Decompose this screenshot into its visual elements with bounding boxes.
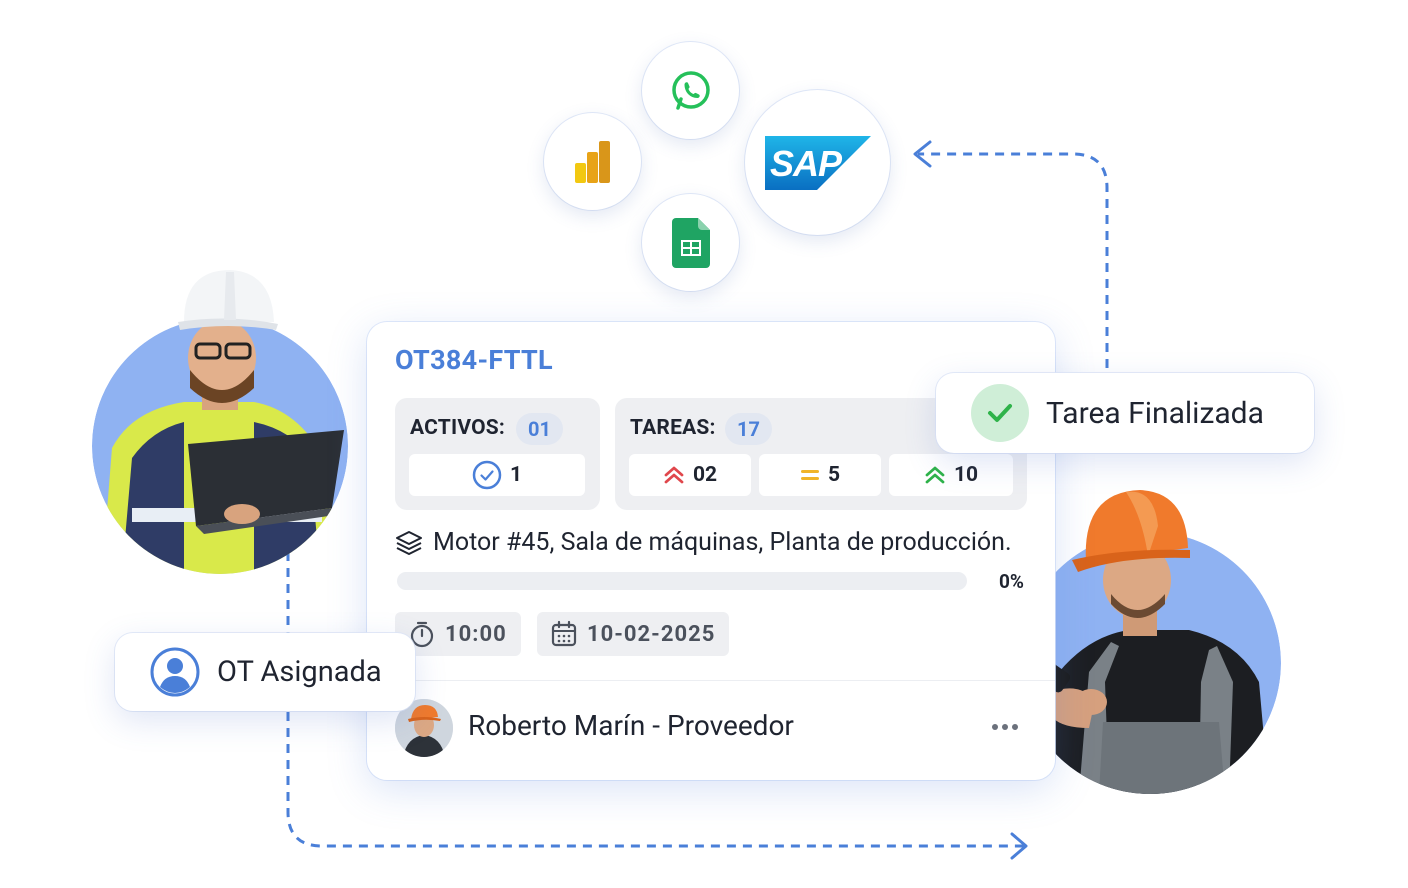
worker-avatar <box>1019 532 1281 794</box>
more-options-button[interactable] <box>987 713 1023 741</box>
sap-logo: SAP <box>764 135 871 190</box>
priority-low-count[interactable]: 10 <box>889 454 1013 496</box>
hard-hat-icon <box>1072 490 1190 572</box>
priority-medium-icon <box>800 470 819 480</box>
date-value: 10-02-2025 <box>587 621 716 647</box>
powerbi-integration[interactable] <box>544 113 641 210</box>
assignee-name: Roberto Marín - Proveedor <box>468 709 794 742</box>
priority-high-value: 02 <box>692 463 718 487</box>
tareas-label: TAREAS: <box>630 416 716 440</box>
user-circle-icon <box>150 647 200 697</box>
google-sheets-integration[interactable] <box>642 194 739 291</box>
activos-completed[interactable]: 1 <box>409 454 585 496</box>
layers-icon <box>396 530 422 555</box>
tarea-finalizada-label: Tarea Finalizada <box>1046 395 1264 431</box>
assignee-row: Roberto Marín - Proveedor <box>367 680 1055 781</box>
work-order-card[interactable]: OT384-FTTL ACTIVOS: 01 1 TAREAS: 17 02 <box>367 322 1055 780</box>
progress-percent: 0% <box>999 570 1024 593</box>
powerbi-icon <box>574 140 610 183</box>
google-sheets-icon <box>671 217 710 268</box>
location-row: Motor #45, Sala de máquinas, Planta de p… <box>395 528 1012 557</box>
stopwatch-icon <box>410 621 434 648</box>
sap-integration[interactable]: SAP <box>745 90 890 235</box>
whatsapp-icon <box>671 70 710 110</box>
time-chip[interactable]: 10:00 <box>395 612 521 656</box>
priority-medium-count[interactable]: 5 <box>759 454 881 496</box>
ellipsis-dot <box>1002 724 1008 730</box>
success-check-icon <box>971 384 1029 442</box>
tarea-finalizada-badge: Tarea Finalizada <box>936 373 1314 453</box>
tareas-count-badge: 17 <box>725 413 772 445</box>
priority-high-icon <box>664 466 684 484</box>
priority-low-icon <box>925 466 945 484</box>
ot-asignada-badge: OT Asignada <box>115 633 415 711</box>
whatsapp-integration[interactable] <box>642 42 739 139</box>
priority-high-count[interactable]: 02 <box>629 454 751 496</box>
ot-asignada-label: OT Asignada <box>217 655 382 689</box>
svg-text:SAP: SAP <box>770 143 843 184</box>
activos-label: ACTIVOS: <box>410 416 506 440</box>
hard-hat-icon <box>178 270 278 330</box>
priority-low-value: 10 <box>953 463 979 487</box>
work-order-code[interactable]: OT384-FTTL <box>395 344 553 376</box>
progress-bar <box>397 572 967 590</box>
time-value: 10:00 <box>445 621 507 647</box>
activos-count-badge: 01 <box>516 413 563 445</box>
engineer-avatar <box>92 318 348 574</box>
date-chip[interactable]: 10-02-2025 <box>537 612 730 656</box>
calendar-icon <box>551 620 577 647</box>
ellipsis-dot <box>1012 724 1018 730</box>
activos-completed-value: 1 <box>509 463 523 487</box>
priority-medium-value: 5 <box>827 463 841 487</box>
ellipsis-icon <box>992 724 998 730</box>
activos-panel: ACTIVOS: 01 1 <box>395 398 600 510</box>
location-text: Motor #45, Sala de máquinas, Planta de p… <box>433 528 1012 557</box>
check-circle-icon <box>472 460 502 490</box>
